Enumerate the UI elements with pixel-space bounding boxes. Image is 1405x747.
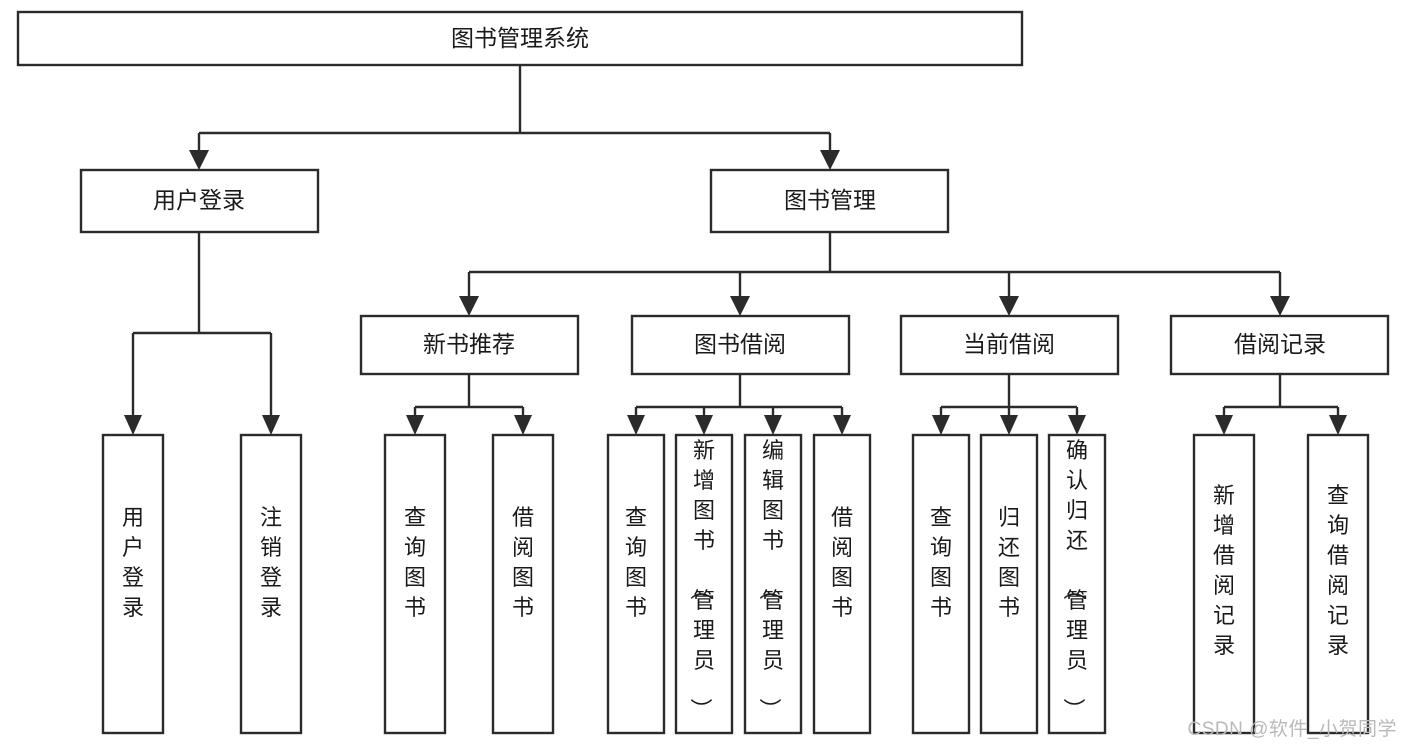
arrow-head-leaf-br-2 (1329, 415, 1347, 435)
csdn-watermark: CSDN @软件_小贺同学 (1187, 719, 1397, 740)
arrow-head-leaf-logout (262, 415, 280, 435)
leaf-node[interactable]: 借阅图书 (491, 433, 555, 735)
node-new-book-recommend-box[interactable] (359, 314, 580, 376)
leaf-node[interactable]: 查询借阅记录 (1306, 433, 1370, 735)
arrow-head-leaf-cb-1 (932, 415, 950, 435)
node-current-borrow[interactable]: 当前借阅 (899, 314, 1120, 376)
node-book-borrow-box[interactable] (630, 314, 851, 376)
arrow-head-borrow-record (1270, 296, 1290, 316)
leaf-box-cb-confirm-return[interactable] (1047, 433, 1107, 735)
leaf-box-user-login[interactable] (101, 433, 165, 735)
leaf-label-user-login: 用户登录 (122, 505, 144, 620)
node-current-borrow-box[interactable] (899, 314, 1120, 376)
arrow-head-current-borrow (999, 296, 1019, 316)
arrow-head-leaf-br-1 (1215, 415, 1233, 435)
leaf-label-br-query-record: 查询借阅记录 (1327, 483, 1349, 658)
node-root-box[interactable] (16, 10, 1024, 67)
leaf-node[interactable]: 查询图书 (606, 433, 666, 735)
leaf-node[interactable]: 确认归还（管理员） (1047, 433, 1107, 735)
node-borrow-record[interactable]: 借阅记录 (1169, 314, 1390, 376)
leaf-label-cb-query-book: 查询图书 (930, 505, 952, 620)
leaf-label-nb-borrow-book: 借阅图书 (512, 505, 534, 620)
leaf-label-br-add-record: 新增借阅记录 (1213, 483, 1235, 658)
leaf-node[interactable]: 编辑图书（管理员） (743, 433, 803, 735)
arrow-head-user-login (189, 150, 209, 170)
leaf-box-logout[interactable] (239, 433, 303, 735)
leaf-box-bb-query-book[interactable] (606, 433, 666, 735)
leaf-box-bb-borrow-book[interactable] (812, 433, 872, 735)
node-root[interactable]: 图书管理系统 (16, 10, 1024, 67)
leaf-node[interactable]: 查询图书 (383, 433, 447, 735)
node-root-label: 图书管理系统 (451, 25, 589, 51)
node-new-book-recommend-label: 新书推荐 (423, 331, 515, 357)
leaf-label-bb-edit-book: 编辑图书（管理员） (757, 438, 784, 720)
leaf-node[interactable]: 归还图书 (979, 433, 1039, 735)
arrow-head-new-book (459, 296, 479, 316)
node-user-login[interactable]: 用户登录 (79, 168, 320, 234)
leaf-box-nb-borrow-book[interactable] (491, 433, 555, 735)
leaf-box-nb-query-book[interactable] (383, 433, 447, 735)
arrow-head-leaf-bb-3 (764, 415, 782, 435)
leaf-node[interactable]: 新增借阅记录 (1192, 433, 1256, 735)
leaf-label-nb-query-book: 查询图书 (404, 505, 426, 620)
leaf-node[interactable]: 用户登录 (101, 433, 165, 735)
leaf-label-bb-borrow-book: 借阅图书 (831, 505, 853, 620)
arrow-head-leaf-nb-2 (514, 415, 532, 435)
arrow-head-leaf-bb-2 (695, 415, 713, 435)
leaf-label-cb-confirm-return: 确认归还（管理员） (1061, 438, 1088, 720)
node-book-management[interactable]: 图书管理 (709, 168, 950, 234)
arrow-head-book-mgmt (820, 150, 840, 170)
arrow-head-leaf-nb-1 (406, 415, 424, 435)
leaf-box-br-query-record[interactable] (1306, 433, 1370, 735)
leaf-label-bb-add-book: 新增图书（管理员） (688, 438, 715, 720)
leaf-node[interactable]: 注销登录 (239, 433, 303, 735)
leaf-label-bb-query-book: 查询图书 (625, 505, 647, 620)
leaf-label-cb-return-book: 归还图书 (998, 505, 1020, 620)
node-book-borrow-label: 图书借阅 (694, 331, 786, 357)
arrow-head-leaf-user-login (124, 415, 142, 435)
arrow-head-leaf-cb-2 (1000, 415, 1018, 435)
node-book-management-box[interactable] (709, 168, 950, 234)
leaf-node[interactable]: 查询图书 (911, 433, 971, 735)
leaf-box-cb-query-book[interactable] (911, 433, 971, 735)
connector-layer (124, 65, 1347, 435)
leaf-box-br-add-record[interactable] (1192, 433, 1256, 735)
node-borrow-record-box[interactable] (1169, 314, 1390, 376)
node-user-login-label: 用户登录 (153, 187, 245, 213)
node-new-book-recommend[interactable]: 新书推荐 (359, 314, 580, 376)
leaf-box-cb-return-book[interactable] (979, 433, 1039, 735)
leaf-node[interactable]: 借阅图书 (812, 433, 872, 735)
leaf-box-bb-add-book[interactable] (674, 433, 734, 735)
node-book-borrow[interactable]: 图书借阅 (630, 314, 851, 376)
node-borrow-record-label: 借阅记录 (1234, 331, 1326, 357)
leaf-label-logout: 注销登录 (260, 505, 282, 620)
arrow-head-leaf-cb-3 (1068, 415, 1086, 435)
leaf-node[interactable]: 新增图书（管理员） (674, 433, 734, 735)
arrow-head-book-borrow (730, 296, 750, 316)
arrow-head-leaf-bb-4 (833, 415, 851, 435)
node-user-login-box[interactable] (79, 168, 320, 234)
arrow-head-leaf-bb-1 (627, 415, 645, 435)
leaf-box-bb-edit-book[interactable] (743, 433, 803, 735)
node-book-management-label: 图书管理 (784, 187, 876, 213)
node-current-borrow-label: 当前借阅 (963, 331, 1055, 357)
